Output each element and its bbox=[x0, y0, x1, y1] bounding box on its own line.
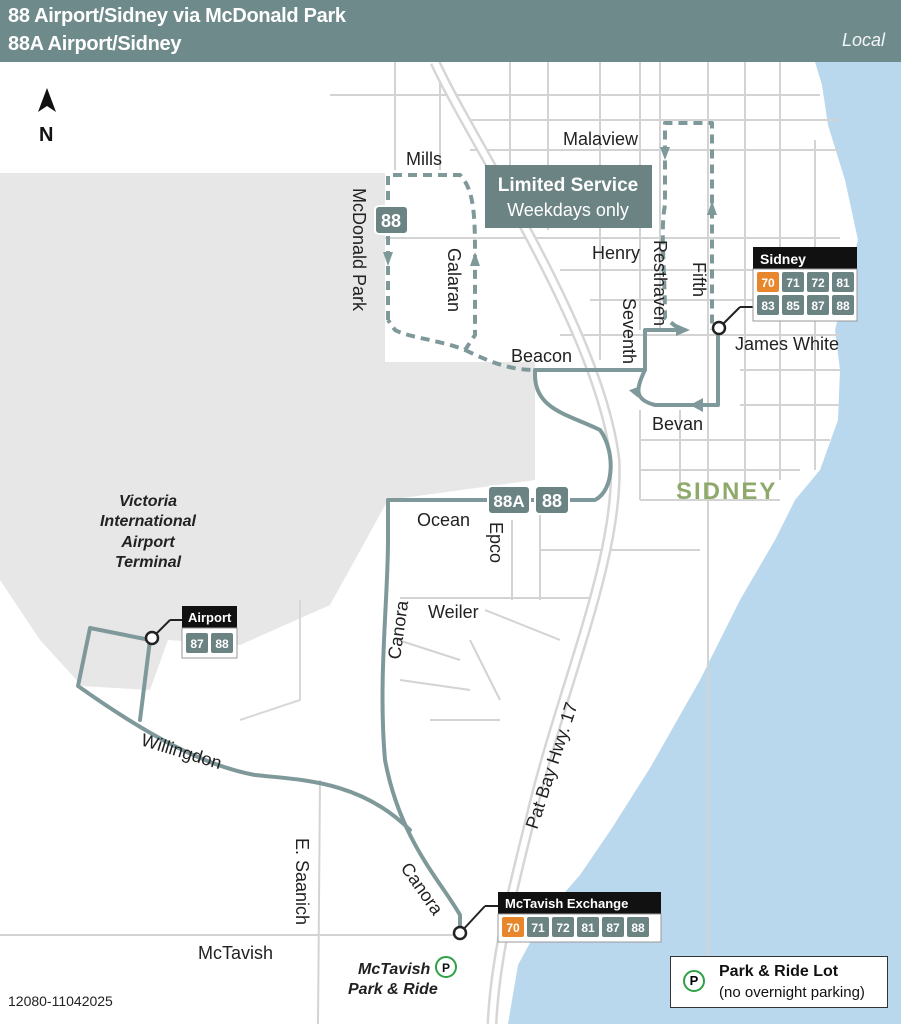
street-label-malaview: Malaview bbox=[563, 129, 639, 149]
limited-service-title: Limited Service bbox=[498, 175, 638, 196]
route-badge-71: 71 bbox=[531, 921, 545, 935]
street-grid bbox=[0, 62, 840, 1024]
stop-sidney: Sidney 70 71 72 81 83 85 87 88 bbox=[711, 247, 858, 336]
street-label-galaran: Galaran bbox=[444, 248, 464, 312]
street-label-e-saanich: E. Saanich bbox=[292, 838, 312, 925]
route-badge-88-mcdonald-bg bbox=[374, 205, 409, 235]
route-badge-bg bbox=[186, 633, 208, 653]
route-badge-bg bbox=[807, 295, 829, 315]
airport-land-edge bbox=[239, 600, 301, 721]
route-badge-88-ocean-bg bbox=[534, 485, 570, 515]
map-header: 88 Airport/Sidney via McDonald Park 88A … bbox=[0, 0, 901, 62]
route-direction-arrows bbox=[383, 147, 717, 412]
north-label: N bbox=[39, 124, 53, 146]
limited-service-subtitle: Weekdays only bbox=[507, 200, 629, 220]
route-badge-88: 88 bbox=[215, 637, 229, 651]
street-label-mcdonald-park: McDonald Park bbox=[349, 188, 369, 312]
route-badge-bg bbox=[832, 272, 854, 292]
route-badge-70: 70 bbox=[761, 276, 775, 290]
route-badge-88: 88 bbox=[631, 921, 645, 935]
route-badge-71: 71 bbox=[786, 276, 800, 290]
route-badge-88: 88 bbox=[836, 299, 850, 313]
street-label-beacon: Beacon bbox=[511, 346, 572, 366]
route-badge-88a-bg bbox=[487, 485, 531, 515]
park-ride-line-2: Park & Ride bbox=[348, 981, 438, 998]
stop-sidney-name: Sidney bbox=[760, 251, 806, 267]
street-label-mctavish: McTavish bbox=[198, 943, 273, 963]
stop-mctavish: McTavish Exchange 70 71 72 81 87 88 bbox=[452, 892, 662, 943]
route-badge-bg bbox=[502, 917, 524, 937]
map-code: 12080-11042025 bbox=[8, 993, 113, 1009]
stop-airport: Airport 87 88 bbox=[144, 606, 238, 659]
street-label-james-white: James White bbox=[735, 334, 839, 354]
street-label-henry: Henry bbox=[592, 243, 640, 263]
street-label-epco: Epco bbox=[486, 522, 506, 563]
street-label-bevan: Bevan bbox=[652, 414, 703, 434]
legend-note: (no overnight parking) bbox=[719, 984, 865, 1001]
street-label-mills: Mills bbox=[406, 149, 442, 169]
airport-land bbox=[0, 173, 535, 690]
route-badge-88a: 88A bbox=[493, 492, 524, 511]
route-badge-87: 87 bbox=[811, 299, 825, 313]
route-badge-bg bbox=[782, 272, 804, 292]
route-badge-81: 81 bbox=[581, 921, 595, 935]
route-badge-bg bbox=[807, 272, 829, 292]
airport-terminal-line-1: Victoria bbox=[119, 493, 177, 510]
north-arrow-icon bbox=[38, 88, 56, 112]
legend-title: Park & Ride Lot bbox=[719, 963, 839, 980]
route-map-canvas: N Malaview Mills McDonald Park Galaran H… bbox=[0, 62, 901, 1024]
route-badge-87: 87 bbox=[190, 637, 204, 651]
route-badge-83: 83 bbox=[761, 299, 775, 313]
route-title-88: 88 Airport/Sidney via McDonald Park bbox=[8, 5, 346, 27]
street-label-seventh: Seventh bbox=[619, 298, 639, 364]
route-badge-bg bbox=[602, 917, 624, 937]
route-88-solid bbox=[76, 328, 720, 937]
airport-terminal-line-2: International bbox=[100, 513, 197, 530]
route-badge-bg bbox=[832, 295, 854, 315]
route-badge-81: 81 bbox=[836, 276, 850, 290]
area-label-sidney: SIDNEY bbox=[676, 478, 777, 505]
park-ride-icon-letter: P bbox=[442, 961, 450, 975]
route-badge-bg bbox=[577, 917, 599, 937]
route-badge-bg bbox=[552, 917, 574, 937]
service-type-label: Local bbox=[841, 30, 885, 50]
stop-airport-name: Airport bbox=[188, 610, 232, 625]
map-legend: P Park & Ride Lot (no overnight parking) bbox=[670, 956, 888, 1008]
stop-mctavish-name: McTavish Exchange bbox=[505, 896, 628, 911]
airport-terminal-line-3: Airport bbox=[120, 534, 175, 551]
stop-airport-route-badges: 87 88 bbox=[186, 633, 233, 653]
street-label-ocean: Ocean bbox=[417, 510, 470, 530]
street-label-fifth: Fifth bbox=[689, 262, 709, 297]
route-badge-bg bbox=[527, 917, 549, 937]
route-badge-88-mcdonald: 88 bbox=[381, 211, 401, 231]
limited-service-box: Limited Service Weekdays only bbox=[485, 165, 652, 228]
route-badge-bg bbox=[211, 633, 233, 653]
route-badge-bg bbox=[627, 917, 649, 937]
route-badge-72: 72 bbox=[556, 921, 570, 935]
route-badge-70: 70 bbox=[506, 921, 520, 935]
stop-sidney-route-badges: 70 71 72 81 83 85 87 88 bbox=[757, 272, 854, 315]
airport-terminal-line-4: Terminal bbox=[115, 554, 182, 571]
park-ride-icon: P bbox=[435, 956, 457, 978]
stop-mctavish-route-badges: 70 71 72 81 87 88 bbox=[502, 917, 649, 937]
route-badge-bg bbox=[782, 295, 804, 315]
street-label-weiler: Weiler bbox=[428, 602, 479, 622]
route-badge-85: 85 bbox=[786, 299, 800, 313]
street-label-resthaven: Resthaven bbox=[650, 240, 670, 326]
route-badge-88-ocean: 88 bbox=[542, 491, 562, 511]
route-badge-bg bbox=[757, 272, 779, 292]
route-badge-72: 72 bbox=[811, 276, 825, 290]
park-ride-line-1: McTavish bbox=[358, 961, 431, 978]
route-badge-87: 87 bbox=[606, 921, 620, 935]
route-title-88a: 88A Airport/Sidney bbox=[8, 33, 182, 55]
park-ride-legend-icon: P bbox=[683, 970, 705, 992]
water-area bbox=[508, 62, 901, 1024]
route-badge-bg bbox=[757, 295, 779, 315]
